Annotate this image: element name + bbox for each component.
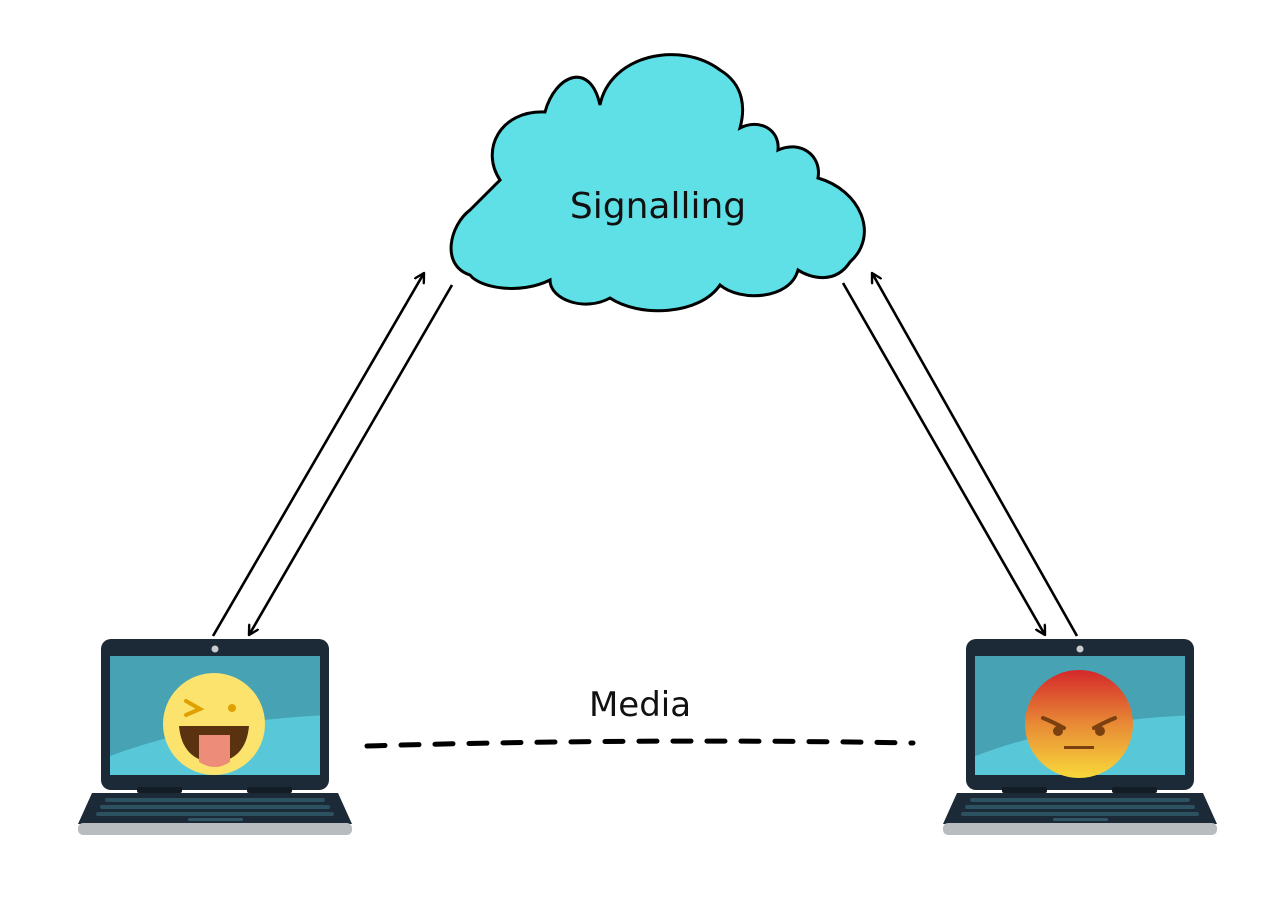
keyboard — [96, 798, 334, 821]
cloud-shape — [449, 53, 866, 313]
keyboard — [961, 798, 1199, 821]
media-label: Media — [589, 685, 691, 725]
cloud-label: Signalling — [570, 186, 746, 227]
arrow-left-to-signalling — [211, 273, 424, 637]
arrow-signalling-to-right — [841, 282, 1045, 635]
laptop-base — [78, 823, 352, 835]
signalling-server-cloud: Signalling — [449, 53, 866, 313]
angry-face-icon — [1025, 670, 1133, 778]
right-laptop — [943, 639, 1217, 835]
laptop-base — [943, 823, 1217, 835]
webcam-icon — [1076, 645, 1084, 653]
arrow-signalling-to-left — [249, 284, 454, 635]
media-dashed-link — [364, 738, 916, 749]
left-laptop — [78, 639, 352, 835]
webcam-icon — [211, 645, 219, 653]
winking-tongue-face-icon — [163, 673, 265, 775]
arrow-right-to-signalling — [872, 273, 1079, 637]
